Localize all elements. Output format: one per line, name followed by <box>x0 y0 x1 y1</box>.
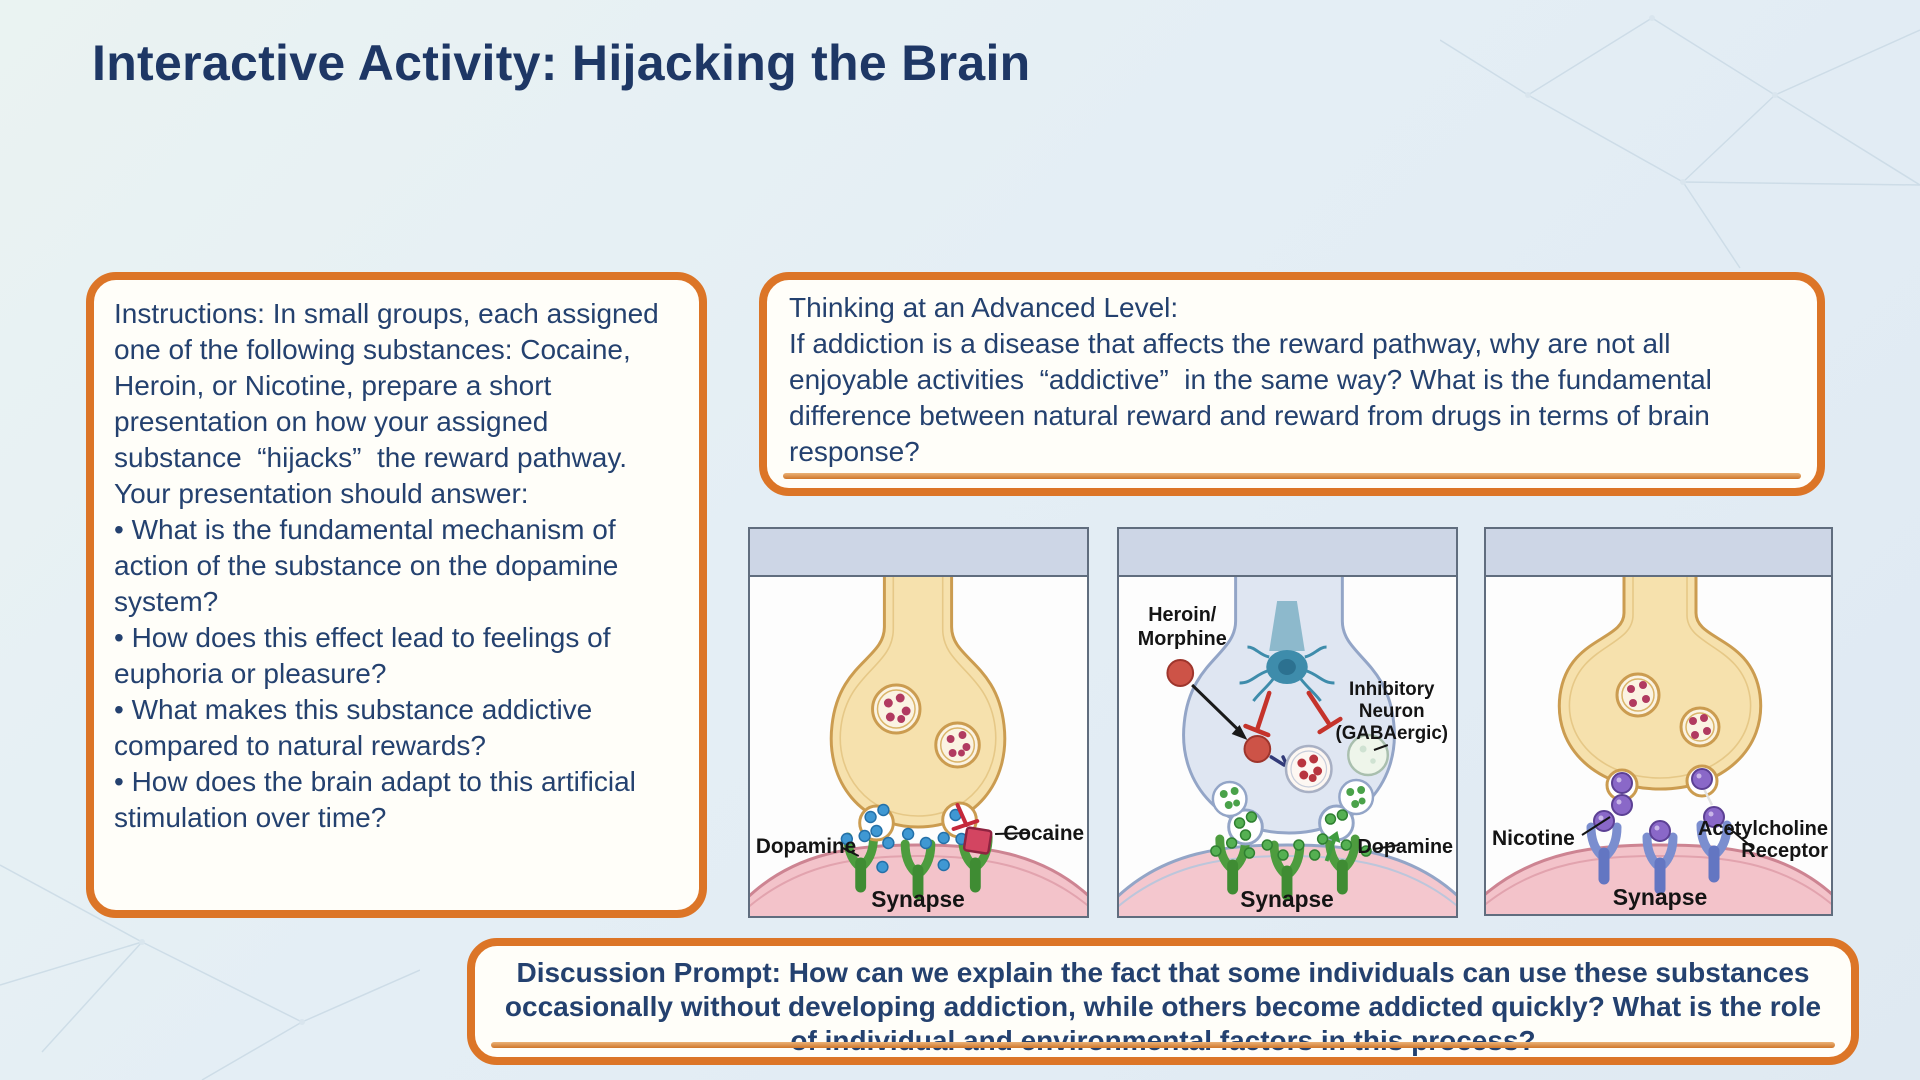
nicotine-synapse-panel: Nicotine Acetylcholine Receptor Synapse <box>1484 527 1833 916</box>
acetylcholine-receptor <box>1586 822 1622 885</box>
box-bottom-ribbon <box>491 1042 1835 1048</box>
instructions-intro: Instructions: In small groups, each assi… <box>114 298 667 509</box>
synapse-label: Synapse <box>1240 886 1333 912</box>
dopamine-vesicle <box>871 683 922 735</box>
dopamine-molecules <box>840 803 968 874</box>
opioid-block-symbol <box>1269 755 1286 767</box>
cocaine-synapse-diagram: Dopamine Cocaine Synapse <box>750 577 1087 916</box>
dopamine-receptor <box>900 839 936 900</box>
vesicle <box>1615 672 1661 718</box>
nicotine-synapse-diagram: Nicotine Acetylcholine Receptor Synapse <box>1486 577 1831 914</box>
instruction-bullet: • What is the fundamental mechanism of a… <box>114 514 619 617</box>
dopamine-label: Dopamine <box>1358 836 1454 858</box>
acetylcholine-receptor <box>1696 820 1732 883</box>
inhibitory-neuron-label-line3: (GABAergic) <box>1335 723 1448 744</box>
instruction-bullet: • How does the brain adapt to this artif… <box>114 766 636 833</box>
heroin-synapse-panel: Heroin/ Morphine Inhibitory Neuron (GABA… <box>1117 527 1458 918</box>
inhibitory-neuron-label-line1: Inhibitory <box>1349 679 1435 700</box>
discussion-prompt-box: Discussion Prompt: How can we explain th… <box>467 938 1859 1065</box>
dopamine-vesicle <box>934 721 981 769</box>
panel-header-bar <box>750 529 1087 577</box>
panel-header-bar <box>1486 529 1831 577</box>
heroin-label-line2: Morphine <box>1138 628 1227 650</box>
heroin-arrow <box>1191 683 1243 735</box>
presynaptic-terminal <box>1557 577 1763 791</box>
heroin-label-line1: Heroin/ <box>1148 604 1217 626</box>
acetylcholine-receptor <box>1642 832 1678 895</box>
advanced-thinking-box: Thinking at an Advanced Level: If addict… <box>759 272 1825 496</box>
advanced-heading: Thinking at an Advanced Level: <box>789 292 1179 323</box>
cocaine-molecule <box>962 826 993 855</box>
inhibition-symbol <box>1243 690 1343 738</box>
release-arrow <box>1324 838 1337 862</box>
nicotine-label: Nicotine <box>1492 827 1575 850</box>
cocaine-synapse-panel: Dopamine Cocaine Synapse <box>748 527 1089 918</box>
cocaine-label: Cocaine <box>1003 822 1084 845</box>
advanced-body: If addiction is a disease that affects t… <box>789 328 1720 467</box>
instructions-box: Instructions: In small groups, each assi… <box>86 272 707 918</box>
instruction-bullet: • What makes this substance addictive co… <box>114 694 593 761</box>
reuptake-block-symbol <box>955 803 969 827</box>
acetylcholine-label-line1: Acetylcholine <box>1698 818 1828 840</box>
acetylcholine-label-line2: Receptor <box>1741 840 1828 862</box>
vesicle <box>1679 706 1721 748</box>
vesicle-green <box>1211 778 1375 818</box>
instruction-bullet: • How does this effect lead to feelings … <box>114 622 611 689</box>
heroin-synapse-diagram: Heroin/ Morphine Inhibitory Neuron (GABA… <box>1119 577 1456 916</box>
presynaptic-terminal <box>1182 577 1396 835</box>
dopamine-molecules <box>1210 809 1372 861</box>
synapse-label: Synapse <box>871 886 964 912</box>
molecule-highlights <box>1598 773 1714 831</box>
dopamine-receptor <box>1325 834 1360 895</box>
vesicle-red <box>1284 744 1333 794</box>
panel-header-bar <box>1119 529 1456 577</box>
heroin-molecule <box>1166 659 1195 687</box>
inhibitory-neuron-label-line2: Neuron <box>1359 701 1425 722</box>
box-bottom-ribbon <box>783 473 1801 479</box>
nicotine-molecules <box>1593 768 1725 842</box>
background-mesh-top-right <box>1440 15 1920 269</box>
discussion-text: Discussion Prompt: How can we explain th… <box>504 957 1822 1056</box>
dopamine-label: Dopamine <box>756 835 856 858</box>
vesicle-gaba <box>1347 733 1390 777</box>
page-title: Interactive Activity: Hijacking the Brai… <box>92 35 1031 91</box>
synapse-label: Synapse <box>1613 884 1708 910</box>
inhibitory-neuron <box>1239 601 1335 702</box>
heroin-molecule <box>1243 735 1272 763</box>
